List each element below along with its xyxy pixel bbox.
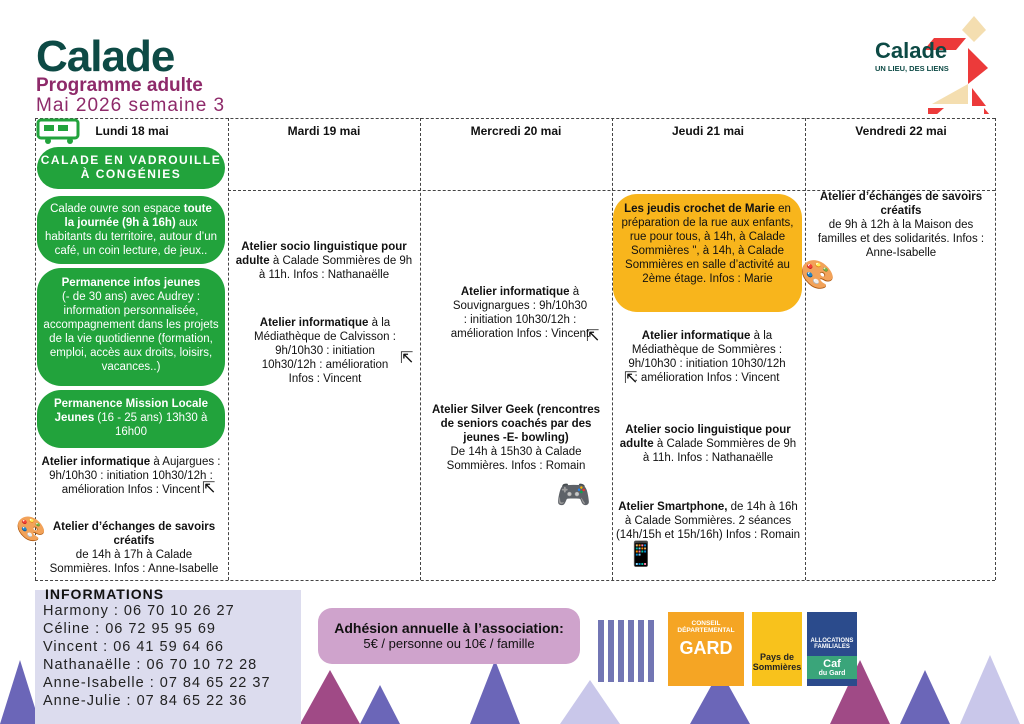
grid-line — [228, 118, 229, 580]
subtitle: Programme adulte — [36, 75, 203, 96]
event-silver-geek: Atelier Silver Geek (rencontres de senio… — [425, 403, 607, 473]
game-controller-icon: 🎮 — [556, 479, 591, 510]
event-title: Atelier informatique — [460, 286, 570, 298]
smartphone-icon: 📱 — [626, 541, 656, 568]
gard-logo-text: GARD — [679, 638, 733, 658]
event-text: à la Médiathèque de Calvisson : 9h/10h30… — [254, 317, 396, 385]
grid-line — [35, 118, 995, 119]
grid-line — [995, 118, 996, 580]
event-text: de 9h à 12h à la Maison des familles et … — [817, 219, 985, 259]
day-header-tuesday: Mardi 19 mai — [287, 124, 361, 138]
gard-logo-top: CONSEIL DÉPARTEMENTAL — [677, 620, 735, 634]
calade-logo: Calade UN LIEU, DES LIENS — [872, 10, 1002, 114]
cursor-click-icon: ⇱ — [202, 480, 216, 497]
contact-line: Nathanaëlle : 06 70 10 72 28 — [43, 657, 258, 673]
event-socio-linguistique: Atelier socio linguistique pour adulte à… — [232, 240, 416, 282]
event-title: Permanence infos jeunes — [61, 277, 201, 289]
day-header-monday: Lundi 18 mai — [95, 124, 169, 138]
palette-icon: 🎨 — [16, 516, 46, 543]
event-title: Atelier informatique — [41, 456, 151, 468]
grid-line — [35, 580, 995, 581]
event-title: Atelier d’échanges de savoirs créatifs — [52, 521, 216, 547]
cursor-click-icon: ⇱ — [624, 370, 638, 387]
event-text: à Calade Sommières de 9h à 11h. Infos : … — [642, 438, 797, 464]
palette-icon: 🎨 — [800, 259, 835, 290]
event-text: Calade ouvre son espace — [50, 203, 184, 215]
event-atelier-informatique: Atelier informatique à Souvignargues : 9… — [450, 285, 590, 341]
brand-title: Calade — [36, 32, 175, 81]
event-title: Atelier informatique — [641, 330, 751, 342]
day-header-friday: Vendredi 22 mai — [855, 124, 947, 138]
event-atelier-informatique: Atelier informatique à la Médiathèque de… — [250, 316, 400, 386]
adhesion-price: 5€ / personne ou 10€ / famille — [363, 636, 535, 651]
informations-box: INFORMATIONS Harmony : 06 70 10 26 27 Cé… — [35, 586, 301, 724]
event-text: à la Médiathèque de Sommières : 9h/10h30… — [628, 330, 786, 384]
event-title: Atelier informatique — [259, 317, 369, 329]
event-text: de 14h à 17h à Calade Sommières. Infos :… — [49, 549, 219, 575]
event-title: Les jeudis crochet de Marie — [624, 203, 775, 215]
event-text: De 14h à 15h30 à Calade Sommières. Infos… — [446, 446, 586, 472]
event-text: aux habitants du territoire, autour d’un… — [45, 217, 217, 257]
event-smartphone: Atelier Smartphone, de 14h à 16h à Calad… — [614, 500, 802, 542]
gard-logo: CONSEIL DÉPARTEMENTAL GARD — [668, 612, 744, 686]
event-title: Atelier socio linguistique pour adulte — [619, 424, 791, 450]
event-text: de 14h à 16h à Calade Sommières. 2 séanc… — [615, 501, 801, 541]
caf-logo-top: ALLOCATIONS FAMILIALES — [810, 638, 854, 650]
week-label: Mai 2026 semaine 3 — [36, 95, 226, 116]
event-text: à Aujargues : 9h/10h30 : initiation 10h3… — [49, 456, 221, 496]
event-text: en préparation de la rue aux enfants, ru… — [621, 203, 794, 285]
event-title: Atelier d’échanges de savoirs créatifs — [819, 191, 983, 217]
event-text: à Souvignargues : 9h/10h30 : initiation … — [450, 286, 590, 340]
camper-van-icon — [36, 116, 84, 146]
event-open-space: Calade ouvre son espace toute la journée… — [37, 196, 225, 264]
day-header-wednesday: Mercredi 20 mai — [470, 124, 562, 138]
pays-sommieres-logo: Pays de Sommières — [752, 612, 802, 686]
qr-code[interactable] — [598, 620, 658, 682]
event-title: Atelier Silver Geek (rencontres de senio… — [431, 404, 601, 444]
event-title: Atelier socio linguistique pour adulte — [235, 241, 407, 267]
adhesion-banner: Adhésion annuelle à l’association: 5€ / … — [318, 608, 580, 664]
event-title: Atelier Smartphone, — [618, 501, 728, 513]
grid-line — [35, 118, 36, 580]
grid-line — [420, 118, 421, 580]
contact-line: Anne-Julie : 07 84 65 22 36 — [43, 693, 248, 709]
event-atelier-informatique: Atelier informatique à la Médiathèque de… — [628, 329, 786, 385]
grid-line — [805, 118, 806, 580]
event-title: Permanence Mission Locale Jeunes — [53, 398, 209, 424]
contact-line: Anne-Isabelle : 07 84 65 22 37 — [43, 675, 271, 691]
event-socio-linguistique: Atelier socio linguistique pour adulte à… — [616, 423, 800, 465]
cursor-click-icon: ⇱ — [400, 350, 414, 367]
pays-logo-text: Pays de Sommières — [752, 652, 802, 672]
event-text: (16 - 25 ans) 13h30 à 16h00 — [94, 412, 208, 438]
contact-line: Vincent : 06 41 59 64 66 — [43, 639, 224, 655]
day-header-thursday: Jeudi 21 mai — [671, 124, 745, 138]
event-crochet: Les jeudis crochet de Marie en préparati… — [613, 194, 802, 312]
event-text: à Calade Sommières de 9h à 11h. Infos : … — [258, 255, 413, 281]
logo-name: Calade — [875, 38, 948, 63]
logo-tagline: UN LIEU, DES LIENS — [875, 64, 949, 73]
vadrouille-banner: CALADE EN VADROUILLE À CONGÉNIES — [37, 147, 225, 189]
grid-line — [228, 190, 995, 191]
grid-line — [612, 118, 613, 580]
cursor-click-icon: ⇱ — [586, 328, 600, 345]
contact-line: Harmony : 06 70 10 26 27 — [43, 603, 235, 619]
event-mission-locale: Permanence Mission Locale Jeunes (16 - 2… — [37, 390, 225, 448]
adhesion-title: Adhésion annuelle à l’association: — [334, 620, 564, 636]
caf-logo-sub: du Gard — [818, 670, 846, 677]
caf-logo: ALLOCATIONS FAMILIALES Caf du Gard — [807, 612, 857, 686]
informations-title: INFORMATIONS — [45, 586, 165, 602]
event-infos-jeunes: Permanence infos jeunes (- de 30 ans) ave… — [37, 268, 225, 386]
event-atelier-informatique: Atelier informatique à Aujargues : 9h/10… — [40, 455, 222, 497]
event-text: toute la journée (9h à 16h) — [64, 203, 212, 229]
contact-line: Céline : 06 72 95 95 69 — [43, 621, 216, 637]
event-text: (- de 30 ans) avec Audrey : information … — [43, 291, 219, 373]
caf-logo-text: Caf — [823, 658, 841, 670]
